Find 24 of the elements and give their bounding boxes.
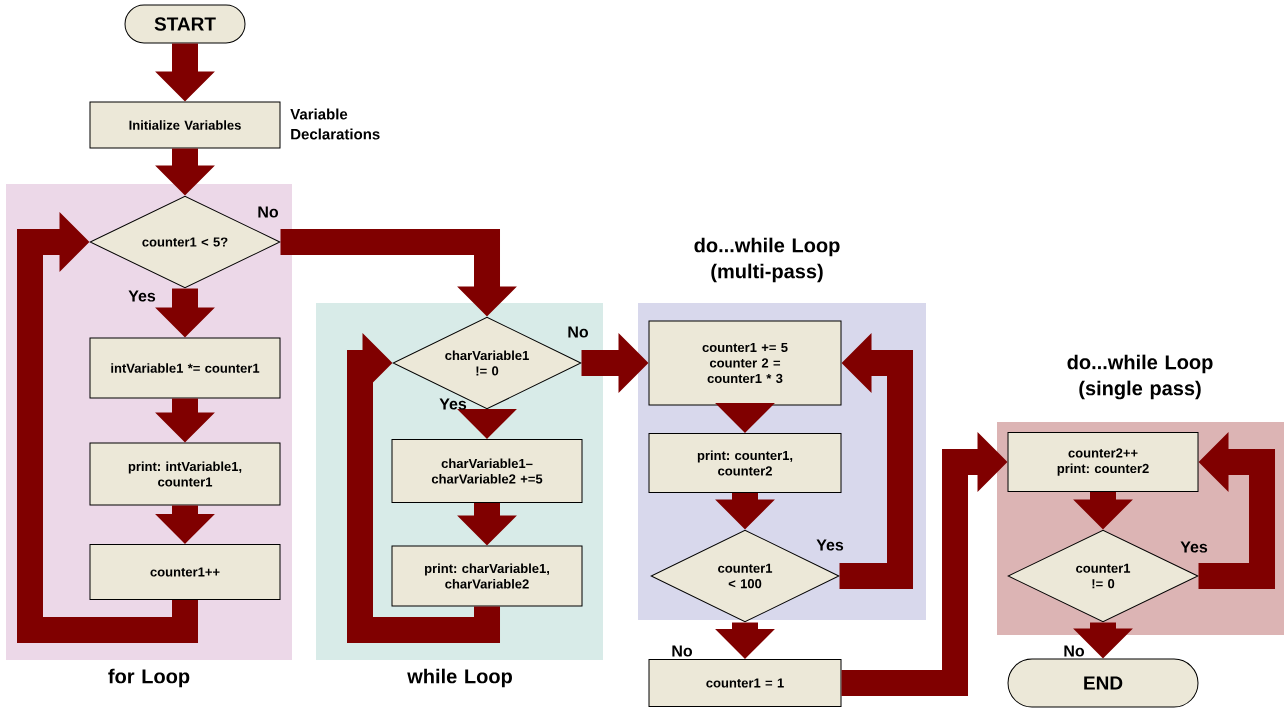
edge-label: No bbox=[1064, 645, 1085, 657]
edge-label: Yes bbox=[439, 398, 467, 410]
edge-label: No bbox=[258, 206, 279, 218]
process-box: counter1 += 5 counter 2 = counter1 * 3 bbox=[648, 320, 842, 406]
arrow bbox=[17, 212, 198, 643]
edge-label: No bbox=[672, 645, 693, 657]
process-box: counter1 = 1 bbox=[648, 659, 842, 707]
process-box: Initialize Variables bbox=[89, 101, 281, 149]
process-box: intVariable1 *= counter1 bbox=[89, 337, 281, 399]
terminal-box: START bbox=[124, 4, 246, 44]
arrow bbox=[347, 333, 500, 643]
loop-heading: do...while Loop (single pass) bbox=[1067, 354, 1213, 400]
loop-heading: for Loop bbox=[108, 668, 190, 688]
process-box: counter2++ print: counter2 bbox=[1007, 432, 1199, 492]
process-box: print: counter1, counter2 bbox=[648, 433, 842, 493]
process-box: charVariable1– charVariable2 +=5 bbox=[391, 439, 583, 503]
process-box: print: intVariable1, counter1 bbox=[89, 442, 281, 506]
process-box: print: charVariable1, charVariable2 bbox=[391, 545, 583, 607]
annotation-text: Variable Declarations bbox=[290, 108, 380, 140]
loop-heading: do...while Loop (multi-pass) bbox=[694, 237, 840, 283]
terminal-box: END bbox=[1007, 658, 1199, 708]
edge-label: Yes bbox=[128, 290, 156, 302]
process-box: counter1++ bbox=[89, 544, 281, 600]
loop-heading: while Loop bbox=[407, 668, 512, 688]
